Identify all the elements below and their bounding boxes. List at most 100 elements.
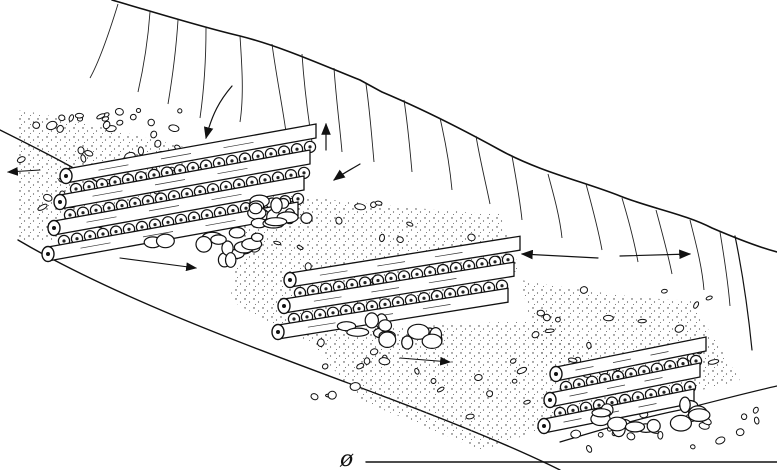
pebble <box>585 445 593 453</box>
pebble <box>74 112 84 119</box>
pebble <box>509 358 517 364</box>
pebble <box>327 390 337 400</box>
flow-arrow-icon <box>520 249 599 260</box>
pebble <box>80 154 87 163</box>
pebble <box>637 318 647 324</box>
rock <box>687 408 711 423</box>
flow-arrow-icon <box>333 163 361 181</box>
pebble <box>114 107 124 116</box>
rock <box>407 323 430 340</box>
pebble <box>378 357 391 366</box>
slope-symbol: ø <box>339 447 354 470</box>
rock <box>421 333 443 349</box>
pebble <box>168 124 180 133</box>
pebble <box>154 139 162 148</box>
pebble <box>296 244 304 251</box>
pebble <box>690 444 696 450</box>
pebble <box>349 382 361 391</box>
pebble <box>84 150 94 157</box>
rock <box>591 408 611 418</box>
rock <box>300 212 313 225</box>
pebble <box>486 390 494 398</box>
pebble <box>531 331 540 339</box>
pebble <box>135 107 142 114</box>
pebble <box>335 216 343 225</box>
pebble <box>177 108 183 114</box>
pebble <box>310 393 319 401</box>
rock-fill-icon <box>143 194 711 438</box>
pebble <box>465 413 475 420</box>
log-crib-icon <box>271 235 521 341</box>
pebble <box>354 203 366 211</box>
pebble <box>707 359 720 365</box>
pebble <box>43 193 53 202</box>
pebble <box>567 357 578 363</box>
pebble <box>753 416 760 425</box>
pebble <box>579 286 588 294</box>
pebble <box>544 328 555 334</box>
pebble <box>603 314 614 322</box>
rock <box>264 217 288 227</box>
pebble <box>116 119 124 126</box>
pebble <box>16 156 26 164</box>
pebble <box>414 367 420 375</box>
pebble <box>77 146 85 155</box>
flow-arrows <box>6 85 692 366</box>
pebble <box>56 124 64 133</box>
rock <box>228 226 246 239</box>
rock <box>224 252 237 268</box>
pebble <box>317 338 325 347</box>
rock <box>346 327 370 337</box>
pebble <box>374 200 383 206</box>
bank-striations <box>89 3 731 307</box>
flow-arrow-icon <box>119 257 198 272</box>
pebble <box>129 113 137 121</box>
pebble <box>68 114 75 122</box>
rock <box>378 331 397 348</box>
pebble <box>137 146 145 156</box>
pebble <box>536 309 545 317</box>
pebble <box>321 363 329 370</box>
pebble <box>674 324 685 333</box>
pebble <box>102 120 111 130</box>
rock <box>679 396 691 414</box>
pebble <box>96 113 106 120</box>
log-crib-icon <box>41 123 317 263</box>
pebble <box>626 432 636 441</box>
pebble <box>37 203 48 211</box>
pebble <box>693 301 700 309</box>
flow-arrow-icon <box>619 249 692 260</box>
pebble <box>555 316 561 323</box>
rock <box>401 335 414 350</box>
pebble <box>735 428 745 437</box>
rock <box>195 235 213 253</box>
pebble <box>752 406 759 414</box>
flow-arrow-icon <box>203 85 233 140</box>
rock <box>155 233 175 249</box>
pebble <box>657 431 664 440</box>
pebble <box>379 233 385 243</box>
pebble <box>661 288 668 294</box>
hillside-bank <box>89 0 777 351</box>
rock <box>624 421 646 433</box>
pebble <box>430 378 437 384</box>
pebble <box>369 348 379 356</box>
pebble <box>356 362 365 370</box>
pebble <box>570 429 582 439</box>
pebble <box>147 118 155 127</box>
pebble <box>597 431 604 438</box>
log-crib-upper <box>41 123 317 263</box>
rock <box>364 312 379 329</box>
rock <box>250 232 264 242</box>
rock <box>646 418 661 433</box>
rock <box>378 319 393 332</box>
flow-arrow-icon <box>6 166 41 176</box>
rock <box>606 416 628 432</box>
pebble <box>58 114 66 122</box>
pebble <box>46 120 58 131</box>
pebble <box>715 436 726 445</box>
flow-arrow-icon <box>399 356 452 366</box>
pebble <box>467 233 476 242</box>
pebble <box>516 366 528 375</box>
